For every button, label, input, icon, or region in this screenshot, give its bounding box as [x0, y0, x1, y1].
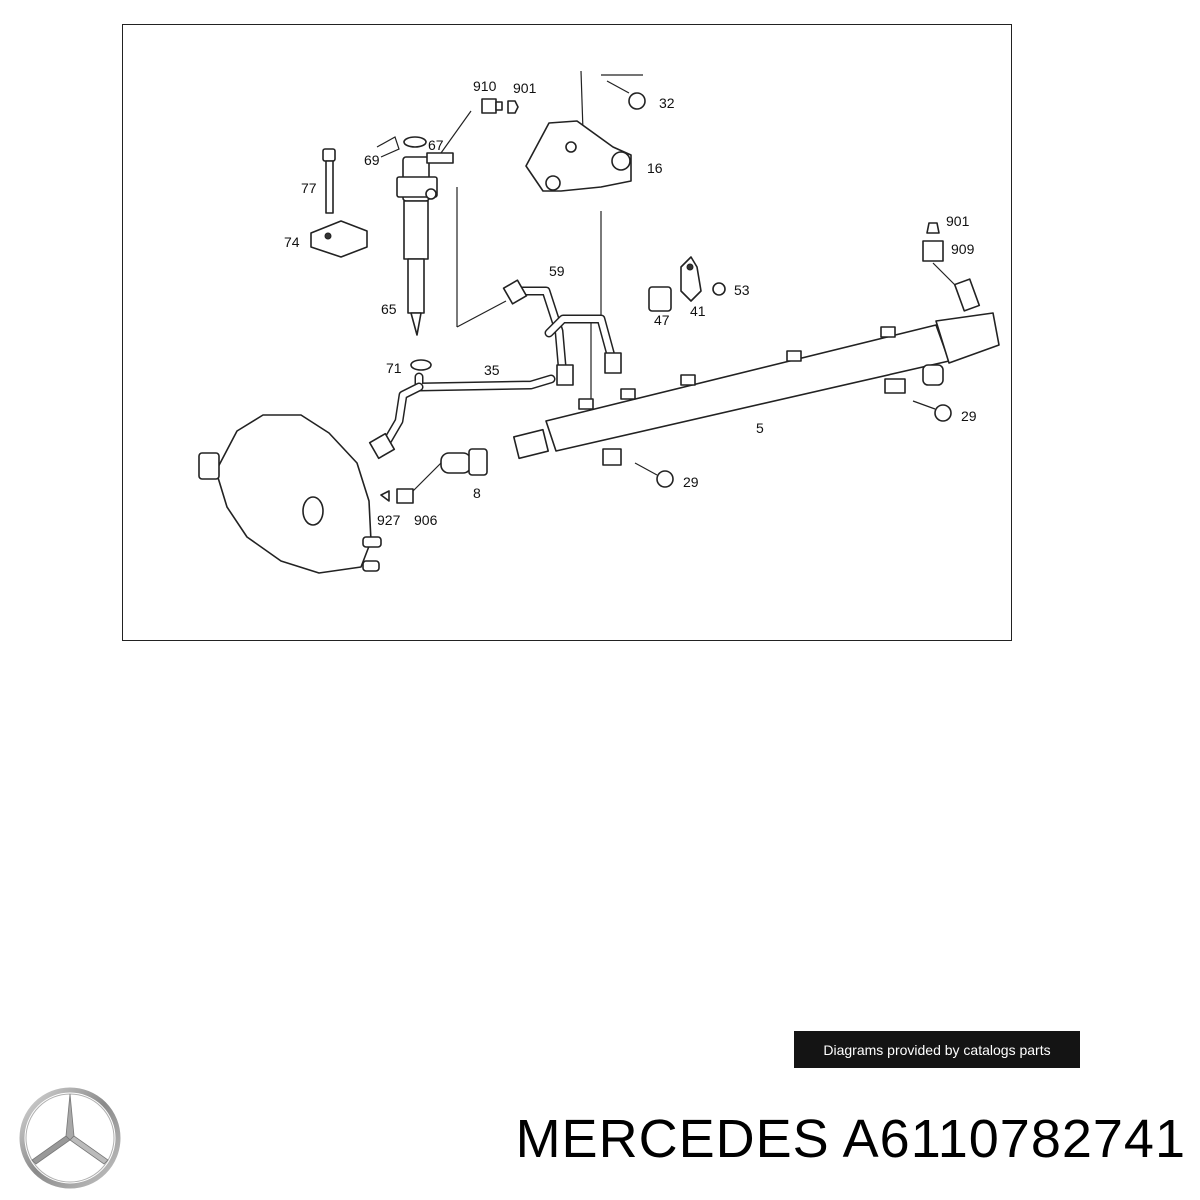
mercedes-star-icon: [19, 1087, 121, 1189]
connector-part-906: [396, 488, 414, 504]
callout-16: 16: [647, 160, 663, 176]
sensor-part-8: [440, 448, 488, 476]
part-title: MERCEDES A6110782741: [516, 1108, 1186, 1170]
callout-71: 71: [386, 360, 402, 376]
callout-41: 41: [690, 303, 706, 319]
callout-47: 47: [654, 312, 670, 328]
callout-69: 69: [364, 152, 380, 168]
tube-part-59: [502, 279, 622, 386]
diagram-drawing: 910 901 32 67 69 16 77 74 901 909 59 53 …: [198, 70, 1000, 574]
callout-74: 74: [284, 234, 300, 250]
bolt-part-29-right: [912, 400, 952, 422]
watermark-text: Diagrams provided by catalogs parts: [823, 1041, 1051, 1058]
callout-labels: 910 901 32 67 69 16 77 74 901 909 59 53 …: [284, 78, 977, 528]
callout-29: 29: [961, 408, 977, 424]
watermark-banner: Diagrams provided by catalogs parts: [794, 1031, 1080, 1068]
seal-part-71: [410, 359, 432, 371]
nut-part-53: [712, 282, 726, 296]
callout-32: 32: [659, 95, 675, 111]
parts-diagram: 910 901 32 67 69 16 77 74 901 909 59 53 …: [122, 24, 1012, 641]
injector-part-65: [396, 136, 454, 336]
callout-67: 67: [428, 137, 444, 153]
callout-65: 65: [381, 301, 397, 317]
callout-29: 29: [683, 474, 699, 490]
callout-5: 5: [756, 420, 764, 436]
cap-part-901-top: [507, 100, 519, 114]
damper-part-47: [648, 286, 672, 312]
high-pressure-pump: [198, 414, 382, 574]
leader-lines: [412, 70, 968, 492]
callout-59: 59: [549, 263, 565, 279]
callout-901: 901: [946, 213, 970, 229]
cap-part-927: [380, 490, 390, 502]
callout-77: 77: [301, 180, 317, 196]
clip-part-69: [376, 136, 400, 158]
callout-906: 906: [414, 512, 438, 528]
tube-part-35: [368, 372, 556, 460]
bolt-part-29-lower: [634, 462, 674, 488]
bolt-part-77: [322, 148, 336, 214]
bracket-part-16: [525, 120, 632, 192]
bolt-part-32: [606, 80, 646, 110]
bracket-part-41: [680, 256, 702, 302]
callout-901: 901: [513, 80, 537, 96]
callout-910: 910: [473, 78, 497, 94]
fuel-rail-part-5: [512, 278, 1000, 466]
part-number: A6110782741: [842, 1109, 1186, 1169]
callout-35: 35: [484, 362, 500, 378]
callout-909: 909: [951, 241, 975, 257]
connector-part-910: [481, 98, 503, 114]
sensor-part-909: [922, 222, 944, 262]
callout-53: 53: [734, 282, 750, 298]
callout-927: 927: [377, 512, 401, 528]
brand-name: MERCEDES: [515, 1109, 830, 1169]
clamp-part-74: [310, 220, 368, 258]
callout-8: 8: [473, 485, 481, 501]
